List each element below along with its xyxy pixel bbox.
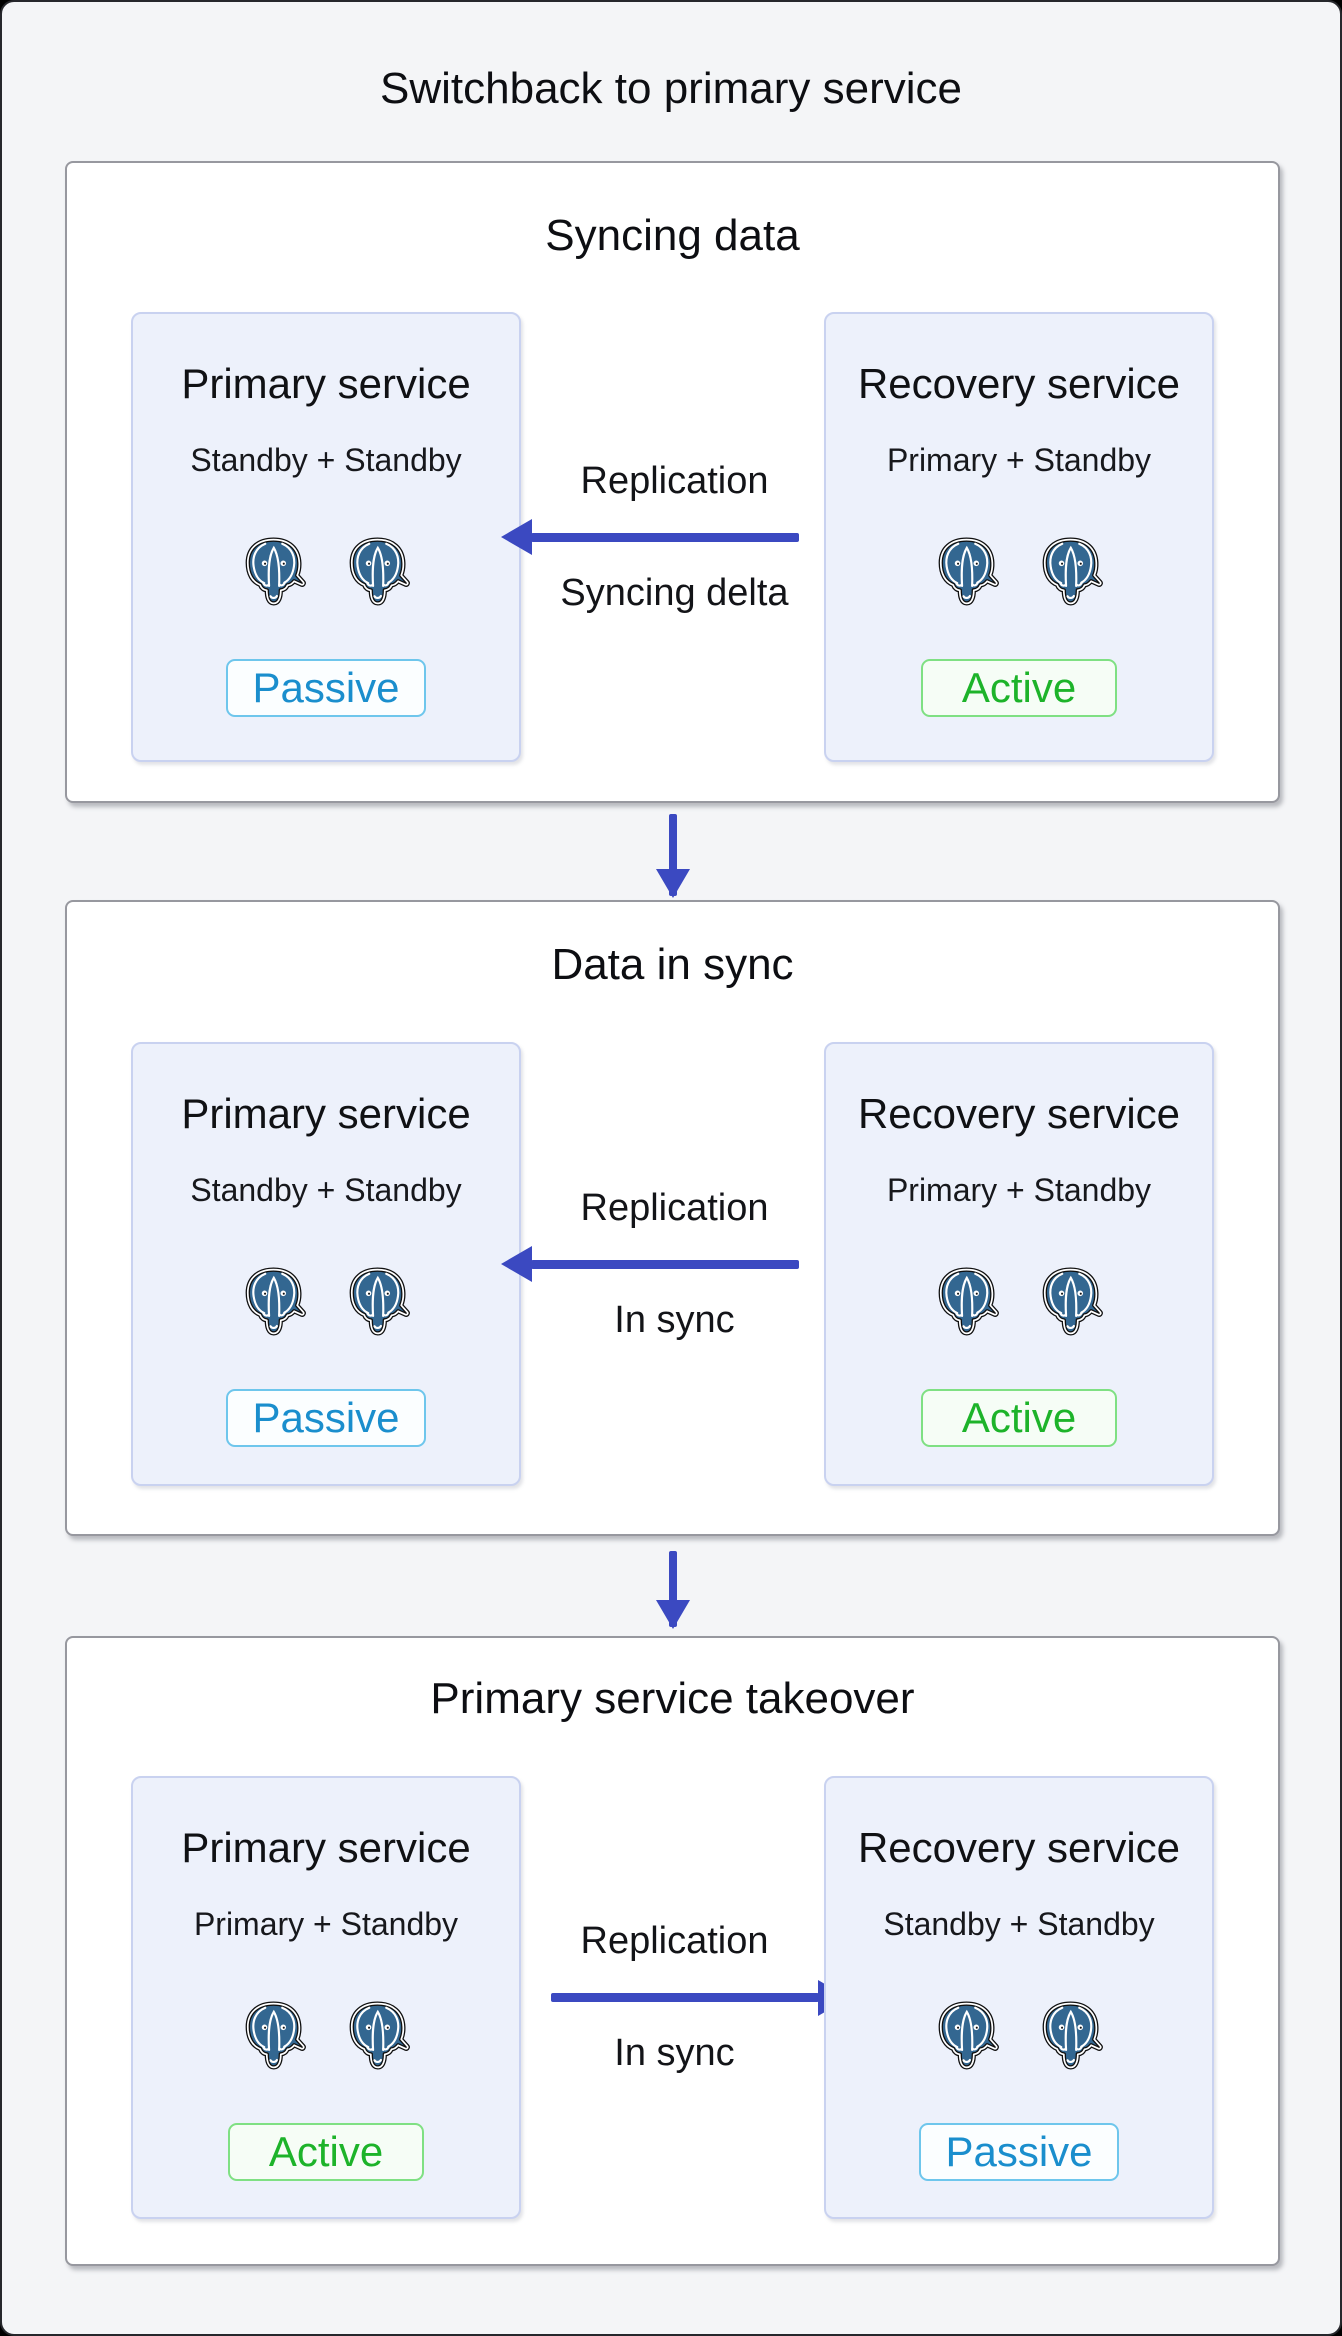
service-title: Primary service — [181, 1824, 471, 1871]
down-arrow-icon — [669, 814, 677, 896]
service-title: Recovery service — [857, 1824, 1181, 1871]
postgresql-elephant-icon — [241, 535, 307, 607]
stage-syncing-data: Syncing data Primary service Standby + S… — [65, 161, 1280, 803]
postgresql-elephant-icon — [345, 535, 411, 607]
page-title: Switchback to primary service — [380, 64, 962, 113]
service-title: Primary service — [181, 1090, 471, 1137]
postgresql-elephant-icon — [934, 1265, 1000, 1337]
recovery-service-box: Recovery service Primary + Standby Activ… — [824, 312, 1214, 762]
service-subtitle: Standby + Standby — [190, 442, 462, 478]
replication-arrow — [530, 532, 799, 542]
postgres-icons-row — [934, 535, 1104, 607]
recovery-service-box: Recovery service Standby + Standby Passi… — [824, 1776, 1214, 2219]
replication-arrow-group: Replication In sync — [521, 1776, 828, 2219]
postgresql-elephant-icon — [241, 1265, 307, 1337]
replication-arrow — [550, 1993, 819, 2002]
postgresql-elephant-icon — [934, 1999, 1000, 2071]
service-subtitle: Primary + Standby — [193, 1906, 459, 1942]
replication-arrow — [530, 1259, 799, 1269]
arrow-label-bottom: Syncing delta — [560, 571, 789, 614]
status-badge: Passive — [226, 1389, 426, 1447]
service-title: Primary service — [181, 360, 471, 407]
primary-service-box: Primary service Standby + Standby Passiv… — [131, 312, 521, 762]
postgres-icons-row — [241, 535, 411, 607]
stage-title: Data in sync — [551, 940, 794, 989]
service-subtitle: Primary + Standby — [886, 1172, 1152, 1208]
stage-title: Primary service takeover — [430, 1674, 915, 1723]
service-subtitle: Primary + Standby — [886, 442, 1152, 478]
arrow-label-bottom: In sync — [614, 1298, 735, 1341]
postgresql-elephant-icon — [934, 535, 1000, 607]
service-subtitle: Standby + Standby — [190, 1172, 462, 1208]
arrow-label-top: Replication — [580, 1186, 769, 1229]
stage-primary-service-takeover: Primary service takeover Primary service… — [65, 1636, 1280, 2266]
postgresql-elephant-icon — [1038, 1265, 1104, 1337]
service-title: Recovery service — [857, 360, 1181, 407]
postgresql-elephant-icon — [1038, 1999, 1104, 2071]
postgresql-elephant-icon — [1038, 535, 1104, 607]
status-badge: Passive — [226, 659, 426, 717]
arrow-label-top: Replication — [580, 459, 769, 502]
primary-service-box: Primary service Standby + Standby Passiv… — [131, 1042, 521, 1486]
status-badge: Passive — [919, 2123, 1119, 2181]
service-title: Recovery service — [857, 1090, 1181, 1137]
postgresql-elephant-icon — [345, 1999, 411, 2071]
postgres-icons-row — [934, 1265, 1104, 1337]
status-badge: Active — [228, 2123, 424, 2181]
recovery-service-box: Recovery service Primary + Standby Activ… — [824, 1042, 1214, 1486]
down-arrow-icon — [669, 1551, 677, 1627]
postgresql-elephant-icon — [345, 1265, 411, 1337]
stage-title: Syncing data — [545, 211, 800, 260]
replication-arrow-group: Replication Syncing delta — [521, 312, 828, 762]
primary-service-box: Primary service Primary + Standby Active — [131, 1776, 521, 2219]
arrow-label-top: Replication — [580, 1920, 769, 1962]
status-badge: Active — [921, 1389, 1117, 1447]
postgres-icons-row — [241, 1265, 411, 1337]
postgres-icons-row — [934, 1999, 1104, 2071]
stage-data-in-sync: Data in sync Primary service Standby + S… — [65, 900, 1280, 1536]
status-badge: Active — [921, 659, 1117, 717]
postgres-icons-row — [241, 1999, 411, 2071]
service-subtitle: Standby + Standby — [883, 1906, 1155, 1942]
postgresql-elephant-icon — [241, 1999, 307, 2071]
replication-arrow-group: Replication In sync — [521, 1042, 828, 1486]
arrow-label-bottom: In sync — [614, 2032, 735, 2074]
